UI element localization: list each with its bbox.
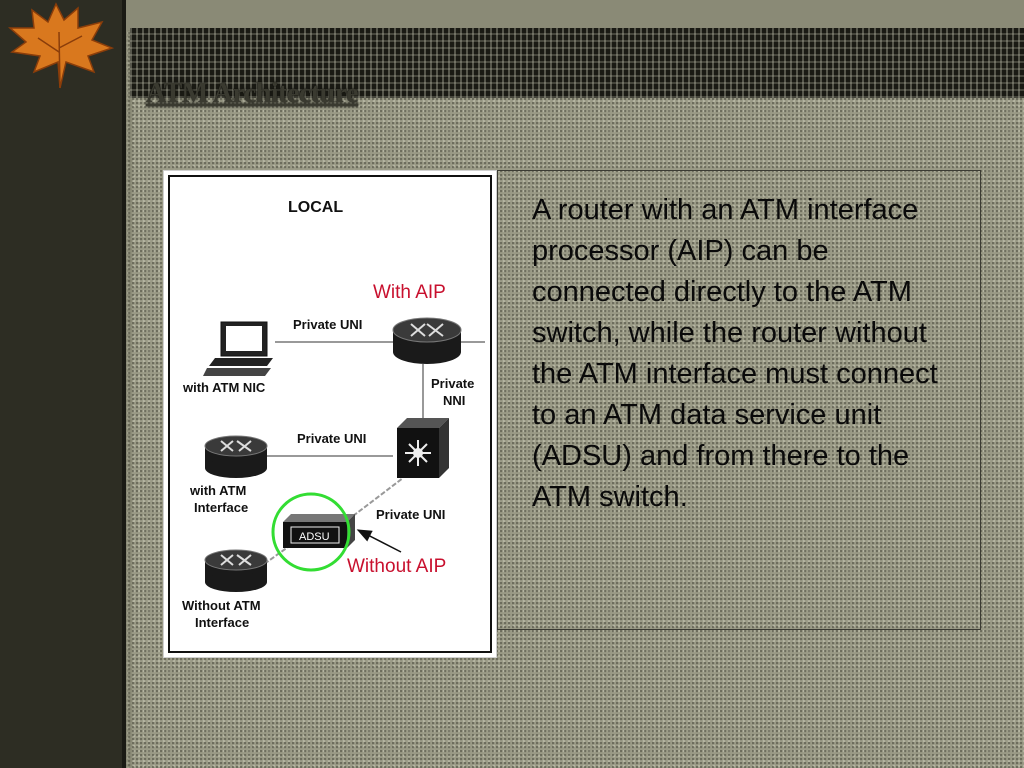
link-label-middle: Private UNI bbox=[297, 431, 366, 446]
autumn-leaf-icon bbox=[8, 2, 115, 89]
router-plain-label-line1: Without ATM bbox=[182, 598, 261, 613]
text-box-border bbox=[497, 170, 981, 630]
link-label-nni-line2: NNI bbox=[443, 393, 465, 408]
link-label-lower: Private UNI bbox=[376, 507, 445, 522]
router-icon-with-atm bbox=[204, 435, 268, 478]
highlight-circle bbox=[271, 492, 351, 572]
link-adsu-switch bbox=[352, 477, 404, 517]
left-sidebar-bar bbox=[0, 0, 126, 768]
network-diagram: LOCAL with ATM NIC with ATM Interface bbox=[182, 199, 485, 630]
body-paragraph: A router with an ATM interface processor… bbox=[532, 194, 938, 513]
pc-label: with ATM NIC bbox=[182, 380, 266, 395]
slide-title: ATM Architecture bbox=[146, 78, 359, 109]
top-strip bbox=[126, 0, 1024, 30]
pointer-arrow bbox=[356, 529, 402, 553]
router-plain-label-line2: Interface bbox=[195, 615, 249, 630]
link-label-nni-line1: Private bbox=[431, 376, 474, 391]
router-aip-label-line2: Interface bbox=[194, 500, 248, 515]
annotation-with-aip: With AIP bbox=[373, 282, 446, 303]
diagram-frame bbox=[163, 170, 497, 658]
adsu-label: ADSU bbox=[299, 531, 330, 543]
computer-icon bbox=[203, 321, 273, 376]
router-icon-aip bbox=[392, 317, 462, 364]
title-band bbox=[130, 28, 1024, 98]
atm-switch-icon bbox=[397, 418, 449, 478]
router-icon-without-atm bbox=[204, 549, 268, 592]
router-aip-label-line1: with ATM bbox=[189, 483, 246, 498]
annotation-without-aip: Without AIP bbox=[347, 556, 446, 577]
diagram-heading: LOCAL bbox=[288, 199, 343, 216]
link-label-top: Private UNI bbox=[293, 317, 362, 332]
